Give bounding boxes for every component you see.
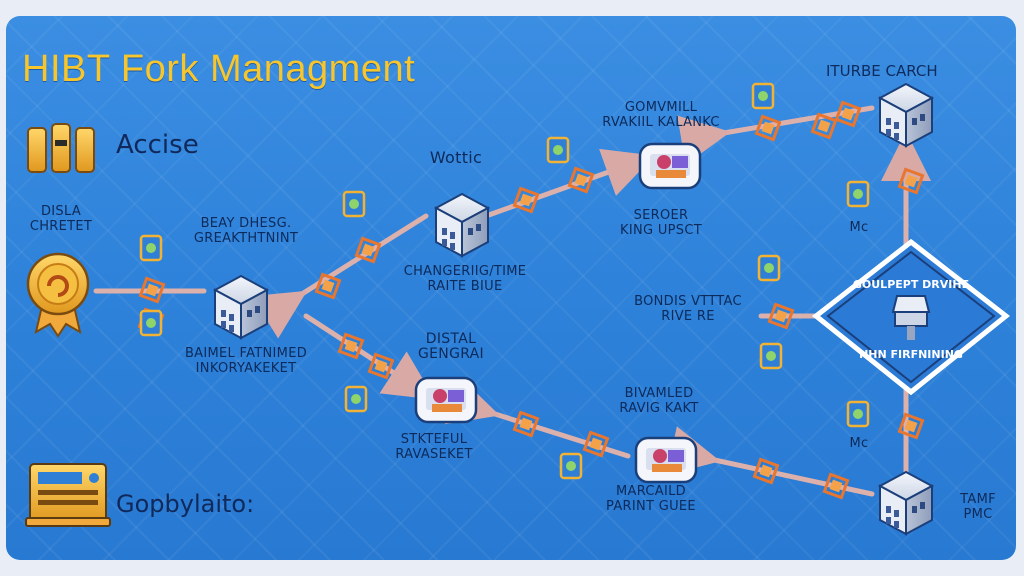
- diagram-graphics: GOULPEPT DRVIHE NHN FIRFNINING: [25, 82, 1011, 535]
- corner-label: ITURBE CARCH: [826, 62, 938, 80]
- gopbylaito-label: Gopbylaito:: [116, 490, 255, 518]
- diamond-top-label: GOULPEPT DRVIHE: [853, 278, 969, 291]
- node-wottic-label: Wottic: [429, 148, 483, 167]
- accise-label: Accise: [116, 130, 199, 160]
- node-beay-label: BEAY DHESG.GREAKTHTNINT: [193, 216, 299, 246]
- diamond-bottom-label: NHN FIRFNINING: [859, 348, 963, 361]
- node-mc-top-label: Mc: [849, 220, 869, 235]
- node-mc-bottom-label: Mc: [849, 436, 869, 451]
- diagram-title: HIBT Fork Managment: [22, 48, 416, 90]
- diagram-canvas: GOULPEPT DRVIHE NHN FIRFNINING HIBT Fork…: [6, 16, 1016, 560]
